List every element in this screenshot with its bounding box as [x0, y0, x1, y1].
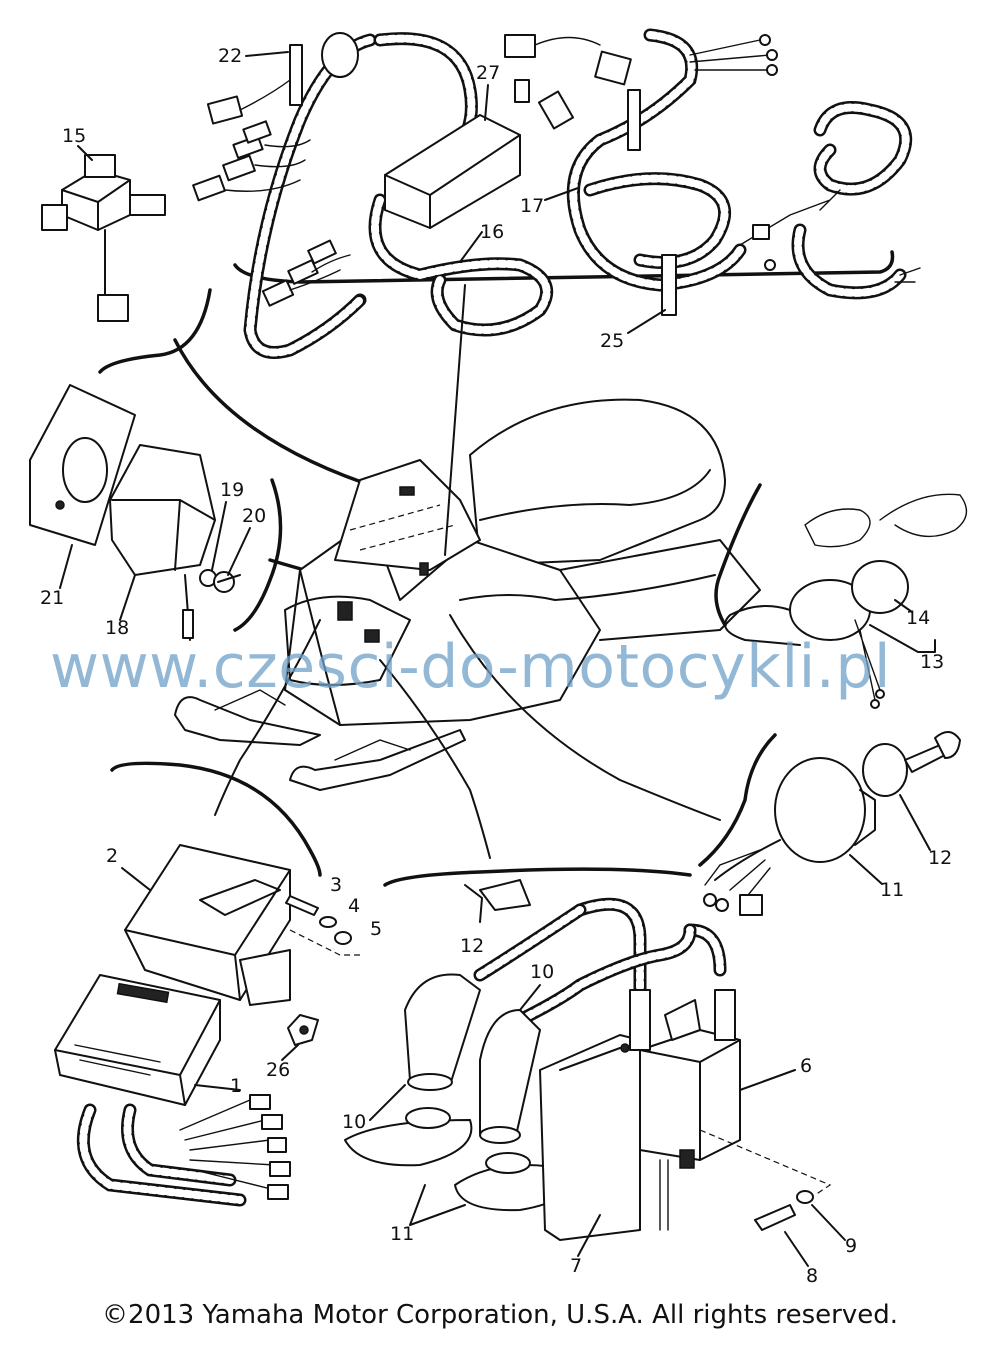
connector-bundle-top — [206, 32, 778, 151]
copyright-text: ©2013 Yamaha Motor Corporation, U.S.A. A… — [102, 1300, 898, 1330]
cap-part-12 — [464, 879, 531, 923]
part-label-11: 11 — [390, 1223, 414, 1245]
part-label-7: 7 — [570, 1255, 582, 1277]
part-label-26: 26 — [266, 1059, 290, 1081]
part-label-22: 20 — [242, 505, 266, 527]
plug-caps-part-10 — [404, 897, 727, 1144]
part-label-14: 12 — [928, 847, 952, 869]
part-label-15: 13 — [920, 651, 944, 673]
part-label-24: 22 — [218, 45, 242, 67]
part-label-23: 21 — [40, 587, 64, 609]
ignitor-part-2 — [124, 844, 291, 1006]
part-label-10-top: 10 — [530, 961, 554, 983]
regulator-part-20 — [109, 444, 216, 641]
part-label-8: 8 — [806, 1265, 818, 1287]
key-part-14 — [862, 731, 961, 797]
clamp-part-26 — [287, 1014, 319, 1046]
part-label-20: 18 — [105, 617, 129, 639]
part-label-1: 1 — [230, 1075, 242, 1097]
bolt-part-3-4-5 — [285, 895, 360, 956]
cdi-mount-part-23 — [29, 384, 136, 546]
cdi-unit-part-1 — [54, 974, 241, 1106]
part-label-6: 6 — [800, 1055, 812, 1077]
bolt-part-8-9 — [699, 1129, 832, 1231]
part-label-17: 15 — [62, 125, 86, 147]
connector-bundle-left — [192, 120, 351, 307]
part-label-27: 27 — [476, 62, 500, 84]
tachometer-part-15-16 — [724, 493, 968, 709]
snowmobile-body — [174, 398, 761, 791]
boots-part-11 — [344, 1107, 573, 1212]
part-label-21: 19 — [220, 479, 244, 501]
relay-part-17 — [41, 154, 166, 322]
wire-harness-group — [192, 28, 921, 359]
part-label-10-left: 10 — [342, 1111, 366, 1133]
part-label-25: 25 — [600, 330, 624, 352]
part-label-12: 12 — [460, 935, 484, 957]
right-wire-coil — [739, 101, 921, 300]
part-label-9: 9 — [845, 1235, 857, 1257]
main-switch-part-13 — [703, 757, 876, 916]
part-label-5: 5 — [370, 918, 382, 940]
part-labels: 22 27 15 17 16 25 19 20 21 18 14 13 12 1… — [40, 45, 952, 1287]
part-label-19: 17 — [520, 195, 544, 217]
coil-bracket-part-7 — [539, 1034, 641, 1241]
part-label-2: 2 — [106, 845, 118, 867]
bolt-part-21-22 — [199, 569, 241, 593]
part-label-18: 16 — [480, 221, 504, 243]
watermark-text: www.czesci-do-motocykli.pl — [50, 632, 892, 702]
part-label-13: 11 — [880, 879, 904, 901]
part-label-4: 4 — [348, 895, 360, 917]
part-label-3: 3 — [330, 874, 342, 896]
cdi-wires — [76, 1094, 291, 1207]
ignition-coil-part-6 — [629, 989, 741, 1231]
